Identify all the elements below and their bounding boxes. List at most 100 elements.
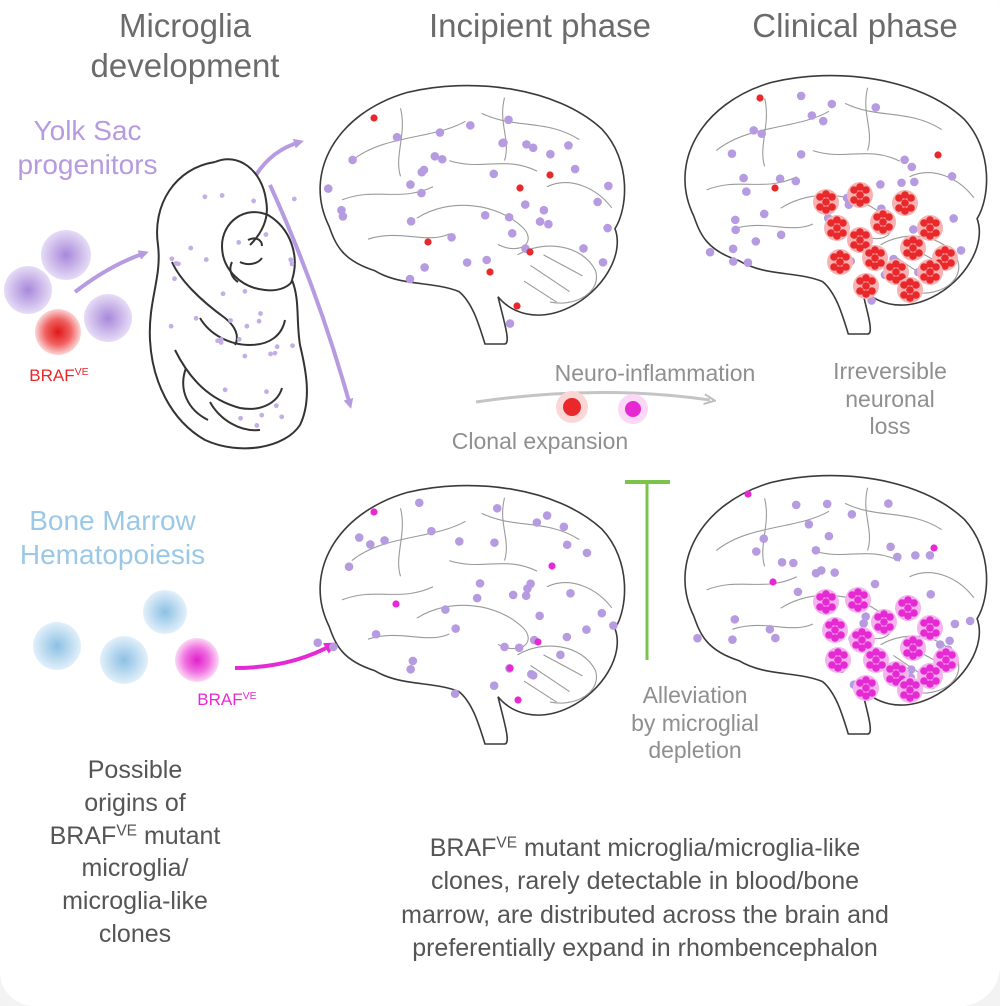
clone-cluster-magenta	[898, 599, 906, 607]
clone-cluster-red	[839, 229, 847, 237]
microglia-dot	[776, 230, 786, 240]
fetus-microglia-dot	[256, 318, 262, 324]
microglia-dot	[907, 162, 917, 172]
clone-cluster-magenta	[872, 664, 880, 672]
summary-line1-rest: mutant microglia/microglia-like	[517, 834, 861, 862]
microglia-dot	[727, 149, 737, 158]
fetus-microglia-dot	[169, 256, 175, 262]
clone-cluster-magenta	[822, 606, 830, 614]
clone-cluster-magenta	[840, 661, 848, 669]
header-development: Microglia development	[90, 7, 280, 84]
microglia-dot	[462, 258, 472, 267]
microglia-dot	[514, 643, 524, 653]
microglia-dot	[521, 591, 531, 601]
microglia-dot	[542, 511, 552, 520]
clone-cluster-magenta	[825, 631, 833, 639]
clone-cluster-red	[862, 290, 870, 298]
microglia-dot	[827, 99, 837, 109]
brain-gyrus	[732, 623, 814, 630]
fetus-outline	[148, 158, 308, 450]
clone-cluster-red	[912, 281, 920, 289]
clone-cluster-red	[862, 241, 870, 249]
microglia-dot	[455, 537, 464, 546]
fetus-microglia-dot	[268, 351, 273, 357]
microglia-dot	[559, 522, 569, 532]
clone-cluster-magenta	[910, 609, 918, 617]
microglia-dot	[791, 176, 801, 186]
microglia-dot	[579, 244, 588, 253]
microglia-dot	[892, 552, 902, 562]
clone-cluster-magenta	[932, 629, 940, 637]
brain-gyrus	[351, 120, 466, 162]
microglia-dot	[791, 500, 801, 510]
microglia-dot	[562, 540, 572, 550]
microglia-dot	[816, 566, 826, 575]
clone-cluster-red	[865, 249, 873, 257]
clone-cluster-red	[816, 193, 824, 201]
clone-cluster-red	[850, 186, 858, 194]
brain-gyrus	[481, 512, 580, 541]
clone-cluster-magenta	[834, 664, 842, 672]
microglia-dot	[759, 209, 769, 219]
clone-cluster-magenta	[912, 681, 920, 689]
clone-cluster-red	[909, 252, 917, 260]
mutant-red-dot	[756, 94, 764, 102]
clone-cluster-red	[842, 253, 850, 261]
microglia-dot	[323, 184, 333, 193]
fetus-microglia-dot	[258, 311, 263, 316]
clone-cluster-red	[907, 204, 915, 212]
clone-cluster-magenta	[915, 649, 923, 657]
fetus-microglia-dot	[222, 387, 228, 393]
clone-cluster-red	[822, 206, 830, 214]
brain-gyrus	[517, 645, 598, 704]
microglia-dot	[811, 546, 821, 555]
microglia-dot	[441, 605, 450, 614]
clone-cluster-magenta	[900, 691, 908, 699]
arrow-cells-to-fetus	[73, 250, 149, 294]
clone-cluster-red	[926, 224, 934, 232]
microglia-dot	[900, 155, 909, 165]
clone-cluster-red	[871, 254, 879, 262]
brain-gyrus	[351, 520, 466, 562]
clone-cluster-red	[932, 229, 940, 237]
clone-cluster-magenta	[816, 593, 824, 601]
summary-line3: marrow, are distributed across the brain…	[401, 900, 889, 929]
clone-cluster-red	[862, 196, 870, 204]
label-yolk-sac: Yolk Sac progenitors	[17, 115, 158, 180]
clone-cluster-magenta	[834, 648, 842, 656]
microglia-dot	[365, 540, 375, 549]
clone-cluster-magenta	[886, 613, 894, 621]
clone-cluster-red	[926, 268, 934, 276]
clone-cluster-red	[828, 203, 836, 211]
possible-origins-line3: BRAFVE mutant	[0, 820, 270, 853]
microglia-dot	[950, 619, 960, 629]
clone-cluster-magenta	[915, 639, 923, 647]
clone-cluster-magenta	[892, 678, 900, 686]
arrow-marrow-to-brain	[234, 642, 337, 670]
microglia-dot	[520, 200, 530, 209]
fetus-microglia-dot	[263, 232, 269, 237]
clone-cluster-red	[903, 249, 911, 257]
microglia-dot	[430, 152, 440, 161]
clone-cluster-red	[906, 278, 914, 286]
header-incipient: Incipient phase	[429, 7, 651, 44]
clone-cluster-magenta	[854, 604, 862, 612]
mutant-red-dot	[370, 114, 378, 122]
clone-cluster-red	[901, 199, 909, 207]
clone-cluster-magenta	[910, 599, 918, 607]
clone-cluster-magenta	[926, 664, 934, 672]
clone-cluster-red	[816, 203, 824, 211]
clone-cluster-magenta	[906, 678, 914, 686]
microglia-dot	[406, 664, 415, 674]
clone-cluster-magenta	[904, 612, 912, 620]
microglia-dot	[490, 538, 499, 547]
clone-cluster-red	[833, 224, 841, 232]
microglia-dot	[447, 233, 456, 242]
marrow-cell	[143, 590, 187, 634]
clone-cluster-red	[885, 213, 893, 221]
clone-cluster-red	[868, 277, 876, 285]
fetus-microglia-dot	[219, 193, 225, 198]
brain-gyrus	[812, 550, 901, 562]
clone-cluster-red	[865, 259, 873, 267]
clone-cluster-magenta	[920, 677, 928, 685]
